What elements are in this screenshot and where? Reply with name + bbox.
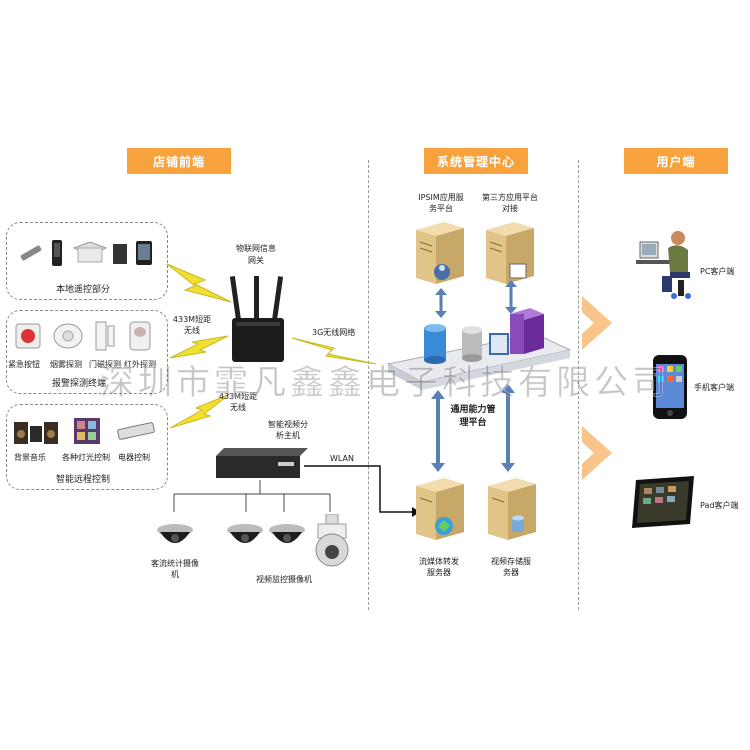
group-alarm [6, 310, 168, 394]
wireless-bolt-icon [166, 263, 232, 303]
double-arrow-icon [435, 288, 447, 318]
server-third-icon [486, 222, 534, 284]
server-stream-label: 流媒体转发服务器 [419, 557, 459, 577]
double-arrow-icon [505, 280, 517, 314]
wlan-label: WLAN [330, 454, 355, 463]
dome-camera-icon [157, 524, 193, 543]
analyzer-label: 智能视频分析主机 [268, 420, 308, 440]
link-433-top-label: 433M短距无线 [172, 315, 212, 335]
chevron-right-icon [582, 296, 612, 350]
group-smart [6, 404, 168, 490]
video-analyzer-icon [216, 448, 308, 478]
divider-left [368, 160, 369, 610]
camera-wiring [173, 480, 331, 512]
alarm-item-infrared: 红外探测 [124, 360, 156, 369]
dome-camera-icon [269, 524, 305, 543]
alarm-item-door: 门磁探测 [89, 360, 121, 369]
tablet-icon [632, 476, 694, 528]
group-remote-label: 本地遥控部分 [56, 285, 111, 295]
smart-item-music: 背景音乐 [14, 453, 46, 462]
client-phone-label: 手机客户端 [694, 383, 734, 392]
wireless-bolt-icon [169, 393, 231, 429]
camera-monitor-label: 视频监控摄像机 [256, 575, 312, 584]
remote-devices-icon [20, 240, 152, 266]
camera-counter-label: 客流统计摄像机 [151, 559, 199, 579]
header-store: 店铺前端 [127, 148, 231, 174]
group-smart-label: 智能远程控制 [56, 475, 111, 485]
gateway-label: 物联网信息网关 [236, 244, 276, 265]
platform-icon [386, 308, 572, 390]
server-ipsim-icon [416, 222, 464, 284]
dome-camera-icon [227, 524, 263, 543]
double-arrow-icon [431, 390, 445, 472]
ptz-camera-icon [315, 514, 349, 567]
header-system: 系统管理中心 [424, 148, 528, 174]
platform-label: 通用能力管理平台 [450, 405, 496, 428]
double-arrow-icon [501, 384, 515, 472]
pc-user-icon [636, 231, 691, 299]
phone-icon [653, 355, 687, 419]
server-storage-icon [488, 478, 536, 540]
link-3g-label: 3G无线网络 [312, 328, 356, 337]
divider-right [578, 160, 579, 610]
alarm-item-smoke: 烟雾探测 [50, 360, 82, 369]
client-pc-label: PC客户端 [700, 267, 735, 276]
server-third-label: 第三方应用平台对接 [482, 193, 538, 213]
alarm-item-emergency: 紧急按钮 [8, 360, 40, 369]
wireless-bolt-icon [169, 335, 229, 359]
link-433-bottom-label: 433M短距无线 [218, 392, 258, 412]
gateway-router-icon [229, 276, 284, 362]
group-remote [6, 222, 168, 300]
server-storage-label: 视频存储服务器 [491, 557, 531, 577]
client-pad-label: Pad客户端 [700, 501, 739, 510]
wireless-bolt-icon [291, 337, 377, 365]
watermark-text: 深圳市霏凡鑫鑫电子科技有限公司 [100, 363, 670, 404]
smart-devices-icon [14, 418, 155, 444]
group-alarm-label: 报警探测终端 [52, 379, 107, 389]
server-ipsim-label: IPSIM应用服务平台 [418, 193, 464, 213]
smart-item-appliance: 电器控制 [118, 453, 150, 462]
alarm-devices-icon [15, 321, 151, 351]
smart-item-lights: 各种灯光控制 [62, 453, 110, 462]
header-user: 用户端 [624, 148, 728, 174]
server-stream-icon [416, 478, 464, 540]
chevron-right-icon [582, 426, 612, 480]
